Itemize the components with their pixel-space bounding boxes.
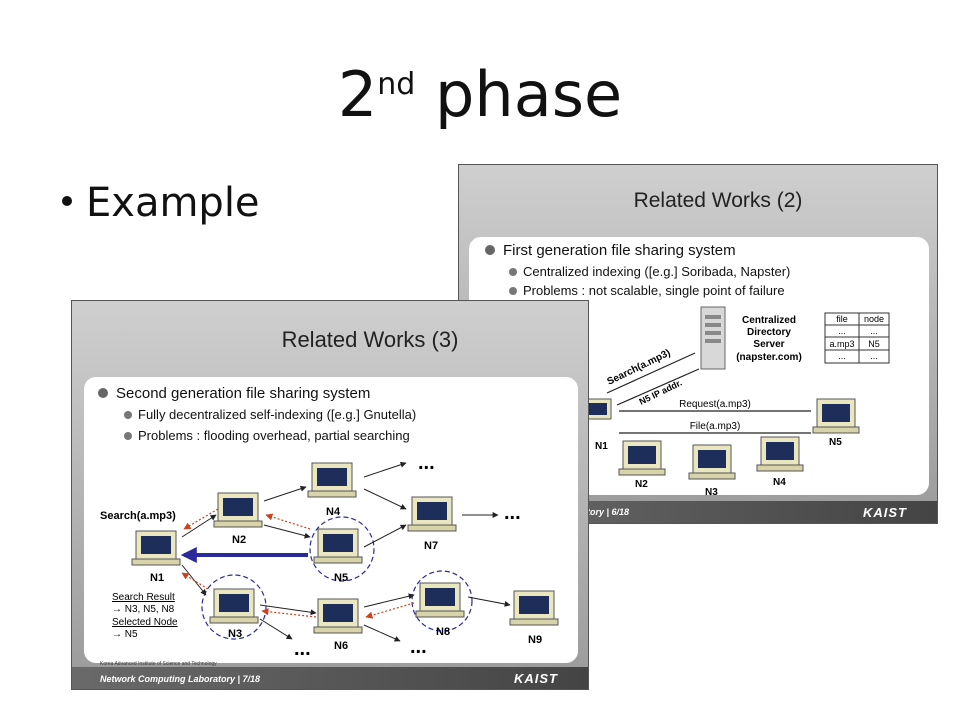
server-icon xyxy=(700,306,726,370)
computer-icon xyxy=(812,398,860,434)
server-label-1: Centralized xyxy=(742,315,796,326)
bullet-dot-icon xyxy=(509,268,517,276)
node-label: N3 xyxy=(705,487,718,498)
computer-icon xyxy=(209,588,259,624)
node-label: N4 xyxy=(326,506,341,518)
computer-icon xyxy=(584,398,612,420)
search-result-label: Search Result xyxy=(112,592,175,603)
computer-icon xyxy=(688,444,736,480)
bullet-dot-icon xyxy=(124,411,132,419)
example-bullet: Example xyxy=(62,180,260,226)
slide2-title: Related Works (2) xyxy=(633,189,803,212)
node-label: N2 xyxy=(635,479,648,490)
node-label: N9 xyxy=(528,634,542,646)
svg-text:node: node xyxy=(864,314,884,324)
svg-text:N5: N5 xyxy=(868,339,880,349)
ellipsis: ... xyxy=(410,636,427,658)
node-label: N5 xyxy=(829,437,842,448)
bullet-dot-icon xyxy=(509,287,517,295)
node-label: N5 xyxy=(334,572,348,584)
kaist-logo: KAIST xyxy=(514,671,558,686)
node-label: N2 xyxy=(232,534,246,546)
ellipsis: ... xyxy=(418,452,435,474)
node-label: N6 xyxy=(334,640,348,652)
node-label: N8 xyxy=(436,626,450,638)
slide2-bullet: First generation file sharing system xyxy=(485,242,736,259)
svg-text:...: ... xyxy=(870,326,878,336)
search-label: Search(a.mp3) xyxy=(100,510,176,522)
kaist-logo: KAIST xyxy=(863,505,907,520)
node-label: N1 xyxy=(150,572,164,584)
bullet-dot-icon xyxy=(124,432,132,440)
server-name: (napster.com) xyxy=(736,352,802,363)
index-table: file node ... ... a.mp3 N5 ... ... xyxy=(824,312,890,364)
slide3-bullet: Second generation file sharing system xyxy=(98,385,370,402)
node-label: N7 xyxy=(424,540,438,552)
computer-icon xyxy=(307,462,357,498)
ellipsis: ... xyxy=(504,502,521,524)
computer-icon xyxy=(313,528,363,564)
napster-diagram: Centralized Directory Server (napster.co… xyxy=(584,306,890,498)
computer-icon xyxy=(407,496,457,532)
computer-icon xyxy=(213,492,263,528)
computer-icon xyxy=(131,530,181,566)
svg-text:...: ... xyxy=(838,326,846,336)
computer-icon xyxy=(313,598,363,634)
slide2-sub1: Centralized indexing ([e.g.] Soribada, N… xyxy=(509,264,790,279)
search-result-value: → N3, N5, N8 xyxy=(112,604,175,615)
server-label-2: Directory xyxy=(747,327,791,338)
server-label-3: Server xyxy=(753,339,784,350)
slide3-sub2: Problems : flooding overhead, partial se… xyxy=(124,428,410,443)
node-label: N3 xyxy=(228,628,242,640)
ellipsis: ... xyxy=(294,638,311,660)
computer-icon xyxy=(618,440,666,476)
slide3-title: Related Works (3) xyxy=(281,327,459,352)
selected-node-value: → N5 xyxy=(112,629,138,640)
page-title: 2nd phase xyxy=(337,58,623,131)
svg-text:file: file xyxy=(836,314,848,324)
computer-icon xyxy=(415,582,465,618)
node-label: N4 xyxy=(773,477,786,488)
slide2-sub2: Problems : not scalable, single point of… xyxy=(509,283,785,298)
slide-related-works-3: Related Works (3) Second generation file… xyxy=(71,300,589,690)
bullet-dot-icon xyxy=(98,388,108,398)
computer-icon xyxy=(756,436,804,472)
node-label: N1 xyxy=(595,441,608,452)
computer-icon xyxy=(509,590,559,626)
gnutella-diagram: N1 N2 N3 N4 N5 xyxy=(100,452,559,660)
bullet-dot-icon xyxy=(485,245,495,255)
slide3-footer-institute: Korea Advanced Institute of Science and … xyxy=(100,661,217,667)
file-label: File(a.mp3) xyxy=(690,421,741,432)
svg-text:...: ... xyxy=(838,351,846,361)
slide3-footer: Network Computing Laboratory | 7/18 xyxy=(72,667,588,689)
ip-label: N5 IP addr. xyxy=(637,377,683,406)
svg-text:a.mp3: a.mp3 xyxy=(829,339,854,349)
slide3-sub1: Fully decentralized self-indexing ([e.g.… xyxy=(124,407,416,422)
svg-text:...: ... xyxy=(870,351,878,361)
bullet-dot-icon xyxy=(62,196,72,206)
selected-node-label: Selected Node xyxy=(112,617,178,628)
request-label: Request(a.mp3) xyxy=(679,399,751,410)
